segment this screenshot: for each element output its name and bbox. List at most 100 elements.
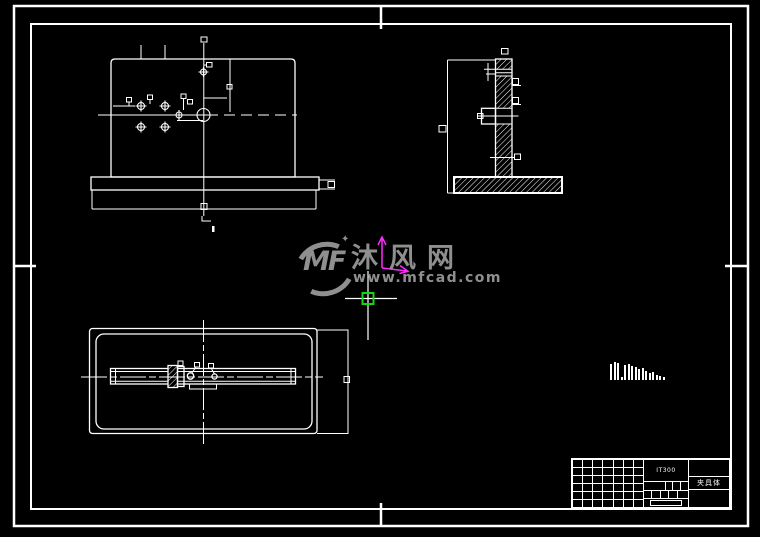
title-block-grid[interactable] [573,460,643,507]
title-block-cell[interactable] [583,460,593,467]
title-block-cell[interactable] [689,460,729,476]
title-block-cell[interactable] [583,492,593,499]
title-block-cell[interactable] [573,468,583,475]
title-block-cell[interactable] [633,484,643,491]
title-block-subrow[interactable] [644,482,688,490]
title-block-cell[interactable] [613,500,623,507]
title-block-cell[interactable] [573,484,583,491]
title-block-cell[interactable] [593,476,603,483]
title-block-middle[interactable]: IT300 [644,460,688,507]
title-block-cell[interactable] [573,460,583,467]
noise-bar[interactable] [652,372,654,380]
title-block-cell[interactable] [613,484,623,491]
side-small-dim [484,63,496,81]
title-block-cell[interactable] [603,476,613,483]
ucs-icon [377,235,410,275]
noise-bar[interactable] [634,367,637,380]
front-plate-thickness-dim [319,179,335,190]
front-base-plate[interactable] [90,176,320,191]
title-block-cell[interactable] [613,492,623,499]
title-block-cell[interactable] [665,482,673,490]
title-block-cell[interactable] [673,482,681,490]
title-block-cell[interactable] [623,500,633,507]
title-block-cell[interactable] [573,492,583,499]
top-hole-circle[interactable] [186,372,195,380]
side-section-view[interactable] [438,48,563,194]
noise-bar[interactable] [617,363,619,380]
noise-bar[interactable] [627,364,630,380]
dim-text-box [343,376,350,383]
noise-bar[interactable] [638,369,640,380]
title-block-cell[interactable] [593,460,603,467]
title-block-cell[interactable] [644,482,665,490]
sheet-frame[interactable] [12,4,750,528]
noise-bar[interactable] [610,364,612,380]
part-name-cell[interactable]: 夹具体 [689,477,729,489]
title-block-cell[interactable] [583,484,593,491]
title-block-cell[interactable] [583,500,593,507]
title-block-right[interactable]: 夹具体 [689,460,729,507]
top-view[interactable] [81,320,350,446]
title-block-cell[interactable] [644,499,688,507]
drawing-code-cell[interactable]: IT300 [644,460,688,481]
noise-bar[interactable] [662,377,665,380]
title-block-cell[interactable] [603,492,613,499]
noise-bar[interactable] [659,376,661,380]
title-block-cell[interactable] [623,476,633,483]
title-block-cell[interactable] [603,500,613,507]
title-block-cell[interactable] [593,492,603,499]
noise-bar[interactable] [655,375,658,380]
title-block-cell[interactable] [633,460,643,467]
title-block-cell[interactable] [623,468,633,475]
title-block-cell[interactable] [677,491,688,498]
noise-bar[interactable] [624,365,626,380]
title-block-cell[interactable] [593,484,603,491]
noise-bar[interactable] [645,371,647,380]
noise-bar[interactable] [620,377,623,380]
title-block-cell[interactable] [660,491,669,498]
section-column-hatch[interactable] [496,76,512,108]
section-base-hatch[interactable] [455,178,561,192]
side-right-dim-boxes [490,78,521,160]
title-block[interactable]: IT300 夹具体 [571,458,731,509]
title-block-subrow[interactable] [644,491,688,498]
title-block-cell[interactable] [583,476,593,483]
section-base-outline[interactable] [453,176,563,194]
title-block-cell[interactable] [613,460,623,467]
noise-marks[interactable] [610,360,666,380]
title-block-cell[interactable] [583,468,593,475]
title-block-cell[interactable] [652,491,660,498]
title-block-cell[interactable] [573,500,583,507]
title-block-cell[interactable] [573,476,583,483]
side-pin-boss[interactable] [480,107,497,125]
title-block-cell[interactable] [633,500,643,507]
title-block-cell[interactable] [669,491,677,498]
title-block-cell[interactable] [603,460,613,467]
noise-bar[interactable] [613,362,616,380]
noise-bar[interactable] [631,366,633,380]
title-block-cell[interactable] [593,500,603,507]
title-block-cell[interactable] [623,492,633,499]
title-block-cell[interactable] [613,476,623,483]
front-block-outline[interactable] [110,58,296,178]
section-column-hatch[interactable] [496,59,512,70]
front-view[interactable] [90,36,335,232]
title-block-cell[interactable] [644,491,652,498]
title-block-cell[interactable] [603,468,613,475]
noise-bar[interactable] [641,368,644,380]
title-block-cell[interactable] [613,468,623,475]
title-block-cell[interactable] [681,482,688,490]
section-column-hatch[interactable] [496,124,512,177]
title-block-cell[interactable] [633,476,643,483]
title-block-cell[interactable] [623,484,633,491]
title-block-cell[interactable] [623,460,633,467]
hole-group[interactable] [135,67,211,133]
title-block-cell[interactable] [689,490,729,507]
title-block-cell[interactable] [633,468,643,475]
title-block-cell[interactable] [633,492,643,499]
title-block-cell[interactable] [593,468,603,475]
noise-bar[interactable] [648,373,651,380]
title-block-cell[interactable] [603,484,613,491]
